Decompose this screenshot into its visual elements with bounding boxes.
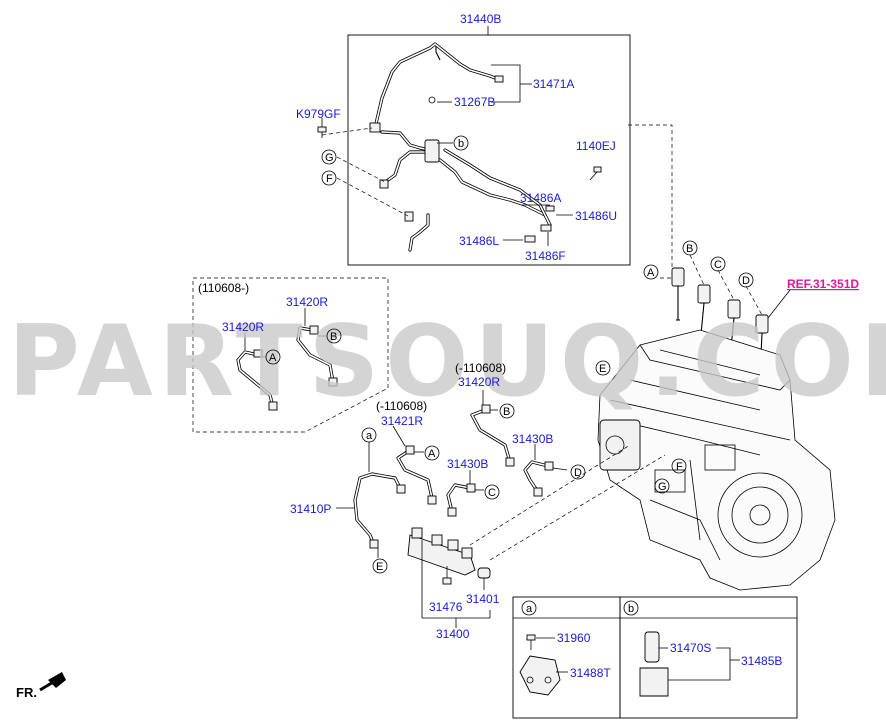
label-31485b[interactable]: 31485B [741,654,782,668]
injector-c-icon [717,269,741,359]
bracket-31488t-icon [519,655,561,696]
watermark: PARTSOUQ.COM [8,305,886,419]
label-31401[interactable]: 31401 [466,592,500,606]
pipe-31410p [353,472,402,547]
svg-text:A: A [269,352,277,364]
label-31486u[interactable]: 31486U [575,209,617,223]
harness-wire [373,42,502,130]
sensor-31470s-icon [644,631,660,663]
svg-text:E: E [376,561,383,573]
label-31486f[interactable]: 31486F [525,249,566,263]
svg-text:C: C [714,259,722,271]
bolt-31960-icon [526,634,536,641]
common-rail [407,444,666,628]
pressure-sensor-icon [477,567,491,579]
variant-note-old-1: (-110608) [455,361,506,375]
front-label: FR. [16,685,37,700]
label-31488t[interactable]: 31488T [570,666,611,680]
svg-text:B: B [503,406,510,418]
reference-link[interactable]: REF.31-351D [787,277,859,291]
label-31421r[interactable]: 31421R [381,414,423,428]
injectors [660,254,791,379]
bolt-31476-icon [442,577,452,585]
svg-text:G: G [325,152,334,164]
label-31430b-c[interactable]: 31430B [447,457,488,471]
variant-note-old-2: (-110608) [376,399,427,413]
variant-new-box [192,277,389,433]
callout-detail-a: a [521,600,537,616]
callout-f-top: F [321,170,337,186]
callout-b-injector: B [682,240,698,256]
callout-c-injector: C [710,256,726,272]
svg-text:G: G [658,481,667,493]
label-31960[interactable]: 31960 [557,631,591,645]
detail-b-box [619,596,798,719]
detail-frame [347,34,631,266]
label-31486l[interactable]: 31486L [459,234,499,248]
svg-text:b: b [458,138,464,150]
callout-a-pipe: a [361,427,377,443]
label-k979gf[interactable]: K979GF [296,107,341,121]
callout-d-injector: D [738,272,754,288]
label-31470s[interactable]: 31470S [670,641,711,655]
callout-e-pipe: E [372,558,388,574]
callout-g-top: G [321,149,337,165]
svg-text:D: D [574,467,582,479]
svg-text:A: A [428,448,436,460]
svg-text:B: B [330,331,337,343]
callout-g-engine: G [654,478,670,494]
injector-a-icon [660,267,685,321]
callout-a-injector: A [643,264,659,280]
connector-31485b-icon [639,667,669,697]
label-31400[interactable]: 31400 [436,627,470,641]
label-31430b-d[interactable]: 31430B [512,432,553,446]
detail-a-box [512,596,797,719]
variant-note-new: (110608-) [198,281,249,295]
label-31476[interactable]: 31476 [429,600,463,614]
svg-text:a: a [366,430,373,442]
label-31420r-b[interactable]: 31420R [286,295,328,309]
callout-f-engine: F [671,458,687,474]
label-1140ej[interactable]: 1140EJ [576,139,616,153]
callout-a-old: A [424,445,440,461]
tee-fitting [424,139,440,163]
callout-e-engine: E [595,360,611,376]
injection-pipes [336,390,568,558]
callout-b-top: b [453,135,469,151]
label-31267b[interactable]: 31267B [454,95,495,109]
svg-text:D: D [742,275,750,287]
svg-text:C: C [488,487,496,499]
label-31410p[interactable]: 31410P [290,502,331,516]
label-31420r-a[interactable]: 31420R [222,320,264,334]
engine-block [597,329,836,591]
callout-b-new: B [326,328,342,344]
harness-connector [369,122,381,133]
label-31440b[interactable]: 31440B [460,12,501,26]
label-31420r-c[interactable]: 31420R [458,375,500,389]
callout-c-rail: C [484,484,500,500]
injector-b-icon [689,254,711,346]
bolt-1140ej-icon [589,166,602,181]
callout-a-new: A [265,349,281,365]
label-31471a[interactable]: 31471A [533,77,574,91]
callout-detail-b: b [623,600,639,616]
harness-detail-box [347,26,631,266]
return-hose-5 [443,148,552,227]
svg-text:b: b [628,603,634,615]
svg-text:F: F [326,173,333,185]
callout-d-rail: D [570,464,586,480]
svg-text:a: a [526,603,533,615]
callout-b-old: B [499,403,515,419]
bolt-k979gf-icon [317,126,327,138]
label-31486a[interactable]: 31486A [520,191,561,205]
front-arrow-icon [39,672,66,692]
svg-text:A: A [647,267,655,279]
svg-text:B: B [686,243,693,255]
svg-text:F: F [676,461,683,473]
svg-text:E: E [599,363,606,375]
